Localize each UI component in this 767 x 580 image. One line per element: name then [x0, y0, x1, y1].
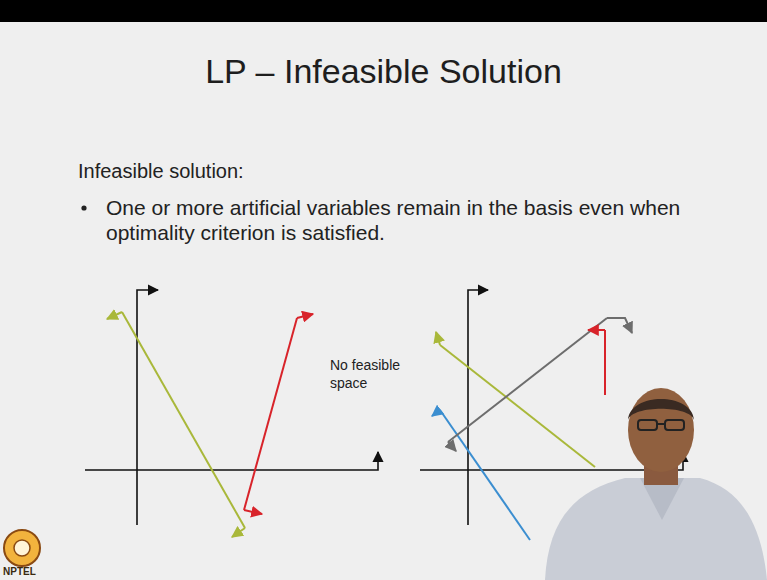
logo-text: NPTEL [3, 566, 36, 577]
logo-emblem [4, 530, 40, 566]
bullet-dot [81, 205, 86, 210]
slide-title: LP – Infeasible Solution [0, 52, 767, 91]
region-note: No feasible space [330, 356, 422, 392]
section-heading: Infeasible solution: [78, 160, 244, 183]
bullet-text: One or more artificial variables remain … [106, 195, 691, 245]
presenter-figure [545, 388, 767, 580]
video-bar [0, 0, 767, 22]
